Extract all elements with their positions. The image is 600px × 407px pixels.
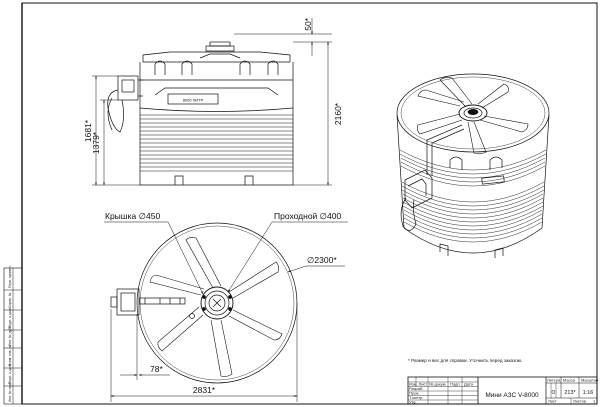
tb-col-doc: № докум. xyxy=(429,382,447,387)
dim-diameter: ∅2300* xyxy=(307,255,337,265)
front-view: 8000 ЛИТР xyxy=(107,41,294,186)
tb-mass-header: Масса xyxy=(563,378,576,383)
isometric-view xyxy=(396,73,550,258)
tb-col-podp: Подп. xyxy=(450,382,461,387)
dim-lid-height: 50* xyxy=(303,17,313,30)
tb-row-utv: Утв. xyxy=(409,400,417,405)
sheet-frame xyxy=(21,2,598,405)
stamp-podp-2: Подп. и дата xyxy=(8,364,12,384)
stamp-podp-1: Подп. и дата xyxy=(8,308,12,328)
side-stamp: Перв. примен. Справ. № Подп. и дата Инв.… xyxy=(3,265,23,405)
dispenser-box xyxy=(117,75,139,101)
top-hatch xyxy=(205,45,235,52)
tb-row-tkontr: Т.контр. xyxy=(409,395,424,400)
tb-row-razrab: Разраб. xyxy=(409,386,423,391)
stamp-sprav: Справ. № xyxy=(8,292,12,308)
iso-top-ellipse xyxy=(396,73,550,153)
stamp-inv-podl: Инв. № подл. xyxy=(8,381,12,402)
tb-drawing-name: Мини АЗС V-8000 xyxy=(485,392,539,399)
title-block xyxy=(407,376,598,405)
tb-col-date: Дата xyxy=(464,382,474,387)
tank-marking: 8000 ЛИТР xyxy=(183,98,204,103)
dim-overall-width: 2831* xyxy=(193,385,216,395)
footnote: * Размер и вес для справки. Уточнить пер… xyxy=(408,358,522,363)
tb-lit-value: О xyxy=(552,390,556,396)
stamp-inv-dubl: Инв. № дубл. xyxy=(8,325,12,346)
tb-sheets-label: Листов xyxy=(573,399,586,404)
dim-total-height: 2160* xyxy=(333,102,343,125)
callout-cover: Крышка ∅450 xyxy=(105,211,160,221)
iso-dispenser-box xyxy=(404,169,433,209)
central-hatch xyxy=(200,286,234,320)
tb-lit-header: Литера xyxy=(547,378,561,383)
top-view xyxy=(110,222,298,384)
callouts xyxy=(104,221,348,295)
front-dimensions xyxy=(92,18,332,186)
stamp-perv-prim: Перв. примен. xyxy=(8,265,12,288)
tb-mass-value: 213* xyxy=(564,390,576,396)
dim-offset: 78* xyxy=(150,364,163,374)
tb-scale-value: 1:16 xyxy=(583,390,594,396)
tb-sheet-label: Лист xyxy=(548,399,557,404)
tb-sheets-value: 1 xyxy=(593,399,596,404)
dim-height-inner: 1379* xyxy=(91,131,101,154)
stamp-vzam: Взам. инв. № xyxy=(8,345,12,366)
callout-passage: Проходной ∅400 xyxy=(274,211,342,221)
tb-row-izm: Изм. Лист xyxy=(409,382,428,387)
tb-row-prov: Пров. xyxy=(409,391,420,396)
dim-height-outer: 1681* xyxy=(83,119,93,142)
tb-scale-header: Масштаб xyxy=(581,378,599,383)
top-dimensions xyxy=(110,303,298,402)
